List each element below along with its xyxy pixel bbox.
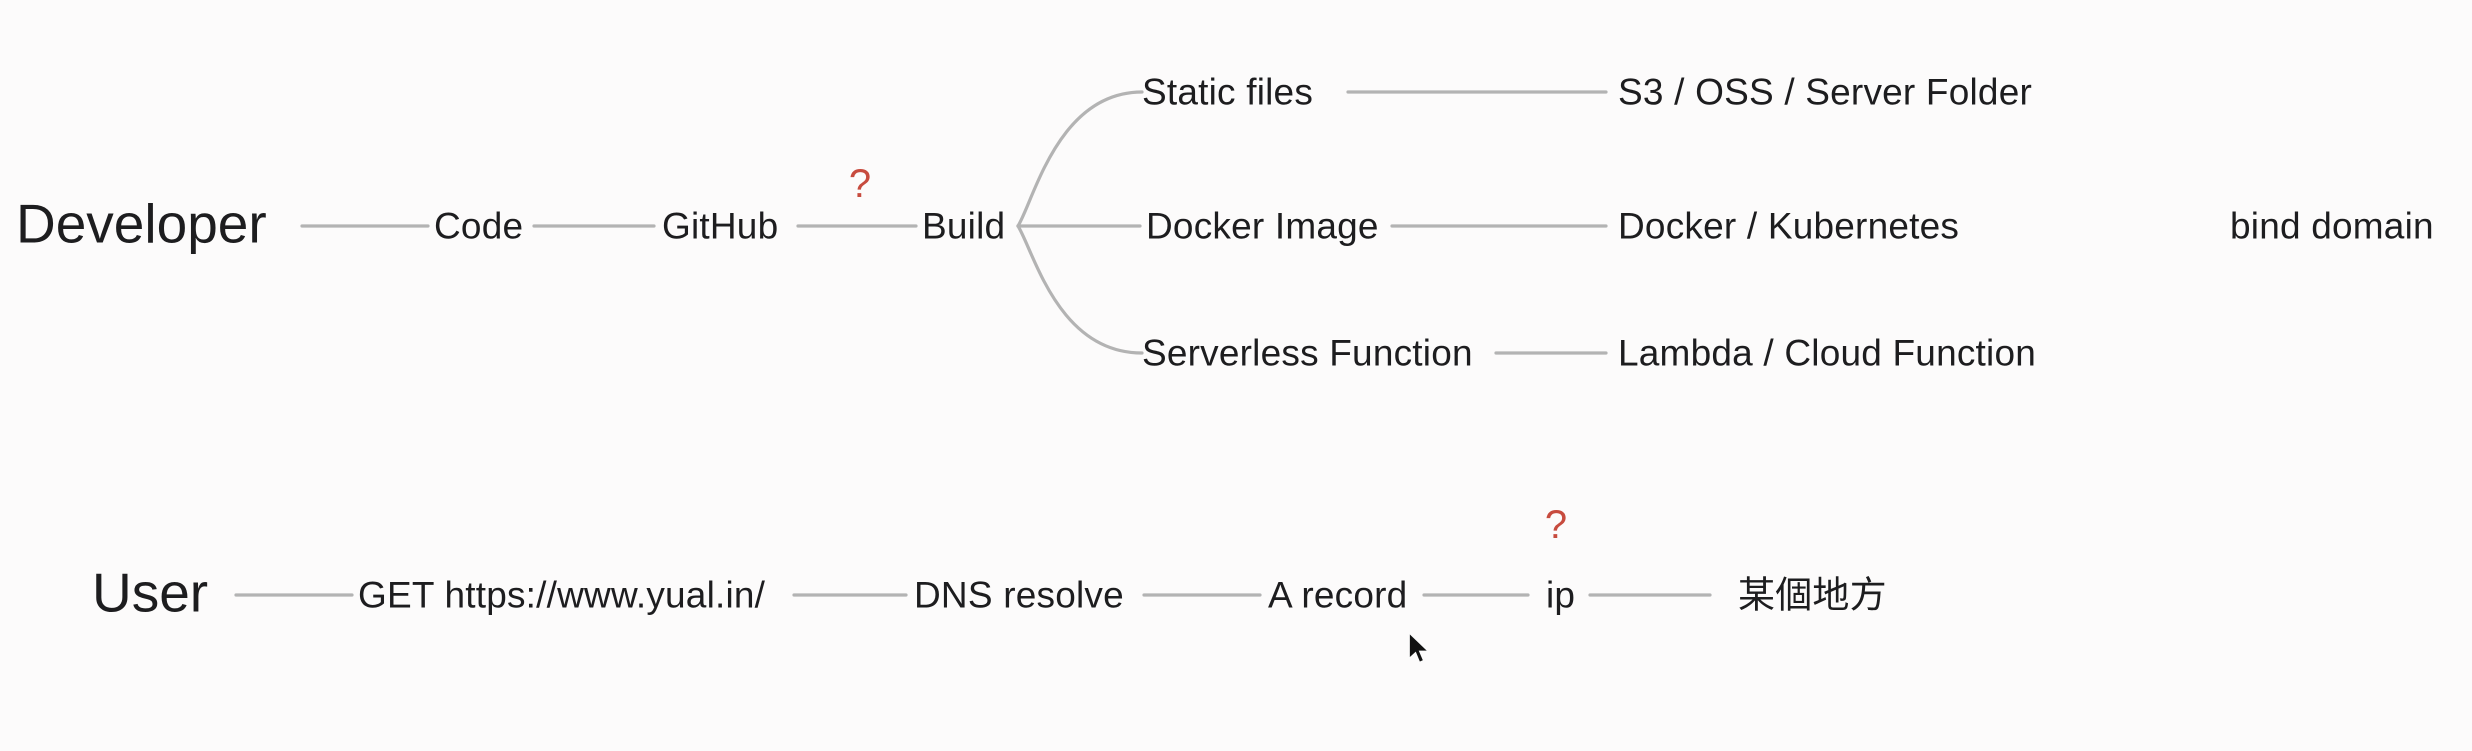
node-destination[interactable]: 某個地方 [1738,574,1887,616]
node-docker-image[interactable]: Docker Image [1146,205,1379,247]
node-build[interactable]: Build [922,205,1006,247]
node-a-record[interactable]: A record [1268,574,1408,616]
node-ip[interactable]: ip [1546,574,1576,616]
node-code[interactable]: Code [434,205,524,247]
node-dns-resolve[interactable]: DNS resolve [914,574,1124,616]
node-docker-kubernetes[interactable]: Docker / Kubernetes [1618,205,1960,247]
connector-build-serverless-curve [1016,224,1144,355]
node-s3-oss-server[interactable]: S3 / OSS / Server Folder [1618,71,2033,113]
node-bind-domain[interactable]: bind domain [2230,205,2434,247]
connector-build-static-curve [1016,90,1144,228]
node-github[interactable]: GitHub [662,205,779,247]
node-serverless-function[interactable]: Serverless Function [1142,332,1473,374]
question-mark-ip[interactable]: ? [1544,503,1568,547]
node-static-files[interactable]: Static files [1142,71,1314,113]
node-get-request[interactable]: GET https://www.yual.in/ [358,574,766,616]
node-lambda-cloud[interactable]: Lambda / Cloud Function [1618,332,2037,374]
node-developer[interactable]: Developer [16,192,267,255]
mouse-cursor-icon [1408,632,1430,664]
node-user[interactable]: User [92,561,209,624]
question-mark-build[interactable]: ? [848,162,872,206]
